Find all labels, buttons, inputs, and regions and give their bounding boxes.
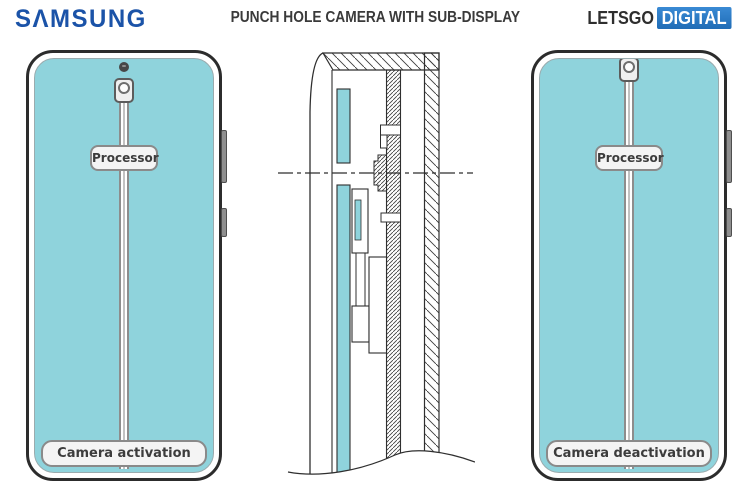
phone-camera-activation: Processor Camera activation [26,50,227,481]
module-stem [355,252,366,307]
volume-button [221,130,227,183]
housing-gap-lower [380,212,401,223]
punch-hole-camera-icon [119,62,129,72]
camera-module-icon [619,59,639,82]
phone-screen: Processor Camera deactivation [539,58,719,473]
camera-glint [122,65,126,67]
front-edge-line [309,52,324,480]
camera-deactivation-label: Camera deactivation [546,440,712,467]
power-button [221,208,227,237]
phone-camera-deactivation: Processor Camera deactivation [531,50,732,481]
page-title-text: PUNCH HOLE CAMERA WITH SUB-DISPLAY [230,9,520,26]
page-title: PUNCH HOLE CAMERA WITH SUB-DISPLAY [0,9,750,27]
processor-label: Processor [90,145,159,171]
power-button [726,208,732,237]
camera-cable [119,100,129,469]
camera-cable [624,79,634,469]
camera-module-icon [114,78,134,103]
back-cover [423,52,440,479]
break-wave-line [287,450,475,475]
letsgodigital-logo: LETSGO DIGITAL [580,7,738,29]
frame-top-band [321,52,440,71]
display-layer-lower [336,184,351,481]
cross-section-diagram [278,52,475,494]
camera-activation-label: Camera activation [41,440,207,467]
letsgo-logo-text: LETSGO [587,8,655,28]
camera-body-block [368,256,388,354]
volume-button [726,130,732,183]
camera-lens-icon [623,61,635,73]
sub-display-panel [354,199,362,241]
camera-lens-icon [118,82,130,94]
housing-gap-upper [380,124,401,136]
digital-logo-badge: DIGITAL [657,7,732,29]
processor-label: Processor [595,145,664,171]
break-mask [281,450,475,494]
samsung-logo: SΛMSUNG [15,5,147,34]
phone-screen: Processor Camera activation [34,58,214,473]
display-layer-upper [336,88,351,164]
actuator-block [351,305,370,343]
